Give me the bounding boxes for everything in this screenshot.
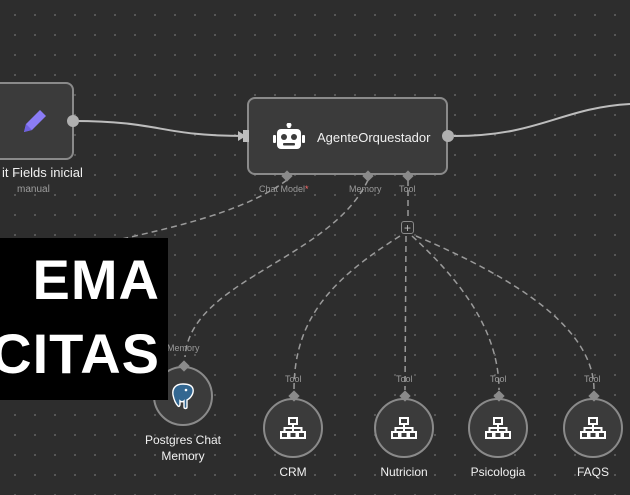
- tool-node-psicologia[interactable]: [468, 398, 528, 458]
- required-marker: *: [305, 184, 309, 194]
- memory-port-label: Memory: [349, 184, 382, 194]
- crm-port-label: Tool: [285, 374, 302, 384]
- crm-label: CRM: [279, 465, 307, 479]
- sitemap-icon: [280, 417, 306, 439]
- agente-orquestador-title: AgenteOrquestador: [317, 130, 431, 145]
- sitemap-icon: [485, 417, 511, 439]
- memory-sub-port-label: Memory: [167, 343, 200, 353]
- psicologia-port-label: Tool: [490, 374, 507, 384]
- edge-memory: [184, 179, 369, 358]
- postgres-elephant-icon: [172, 383, 194, 410]
- postgres-memory-title: Postgres Chat Memory: [133, 433, 233, 463]
- pencil-icon: [24, 110, 46, 132]
- tool-node-crm[interactable]: [263, 398, 323, 458]
- faqs-label: FAQS: [576, 465, 609, 479]
- overlay-line2: CITAS: [0, 322, 160, 385]
- edge-edit-to-agent: [73, 120, 245, 137]
- robot-icon: [273, 123, 305, 149]
- edge-agent-to-next: [453, 103, 630, 137]
- sitemap-icon: [580, 417, 606, 439]
- edit-fields-node[interactable]: [0, 82, 74, 160]
- sitemap-icon: [391, 417, 417, 439]
- overlay-line1: EMA: [32, 248, 160, 311]
- psicologia-label: Psicologia: [470, 465, 526, 479]
- postgres-memory-title-line2: Memory: [161, 449, 205, 463]
- agent-input-port[interactable]: [243, 130, 249, 142]
- edge-tool-psicologia: [411, 235, 500, 391]
- title-overlay: EMA CITAS: [0, 238, 168, 400]
- tool-node-faqs[interactable]: [563, 398, 623, 458]
- edit-fields-title: it Fields inicial: [2, 165, 83, 180]
- tool-node-nutricion[interactable]: [374, 398, 434, 458]
- edit-fields-subtitle: manual: [17, 184, 50, 195]
- nutricion-label: Nutricion: [380, 465, 428, 479]
- postgres-memory-title-line1: Postgres Chat: [144, 433, 222, 447]
- chat-model-text: Chat Model: [259, 184, 306, 194]
- edge-arrowhead: [238, 131, 246, 141]
- nutricion-port-label: Tool: [396, 374, 413, 384]
- edge-tool-nutricion: [404, 235, 407, 391]
- tool-port-label: Tool: [399, 184, 416, 194]
- agente-orquestador-node[interactable]: AgenteOrquestador: [247, 97, 448, 175]
- edge-tool-crm: [293, 235, 401, 391]
- add-tool-button[interactable]: +: [401, 221, 414, 234]
- faqs-port-label: Tool: [584, 374, 601, 384]
- agent-output-port[interactable]: [442, 130, 454, 142]
- edit-fields-output-port[interactable]: [67, 115, 79, 127]
- chat-model-port-label: Chat Model*: [259, 184, 309, 194]
- edge-tool-faqs: [415, 235, 595, 391]
